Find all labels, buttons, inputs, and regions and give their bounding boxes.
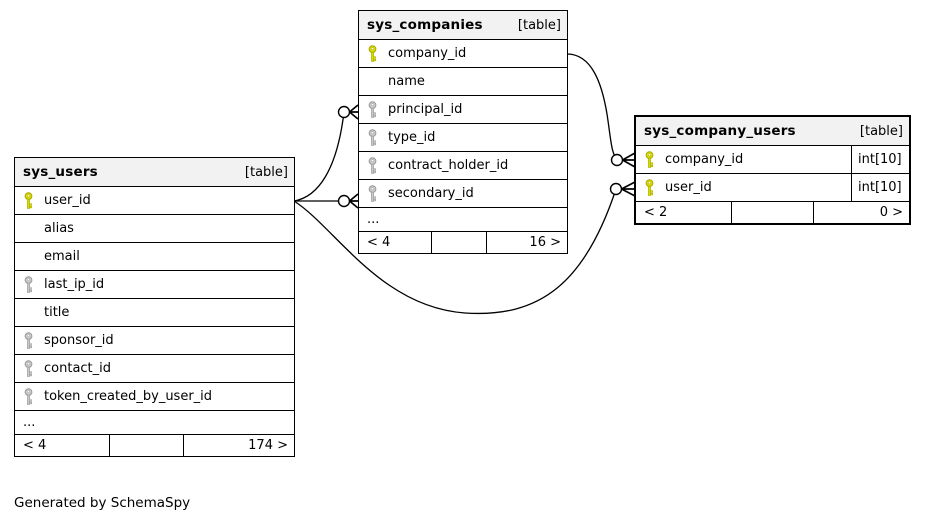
columns-ellipsis-row: ...: [15, 411, 294, 435]
crowfoot-secondary: [348, 193, 359, 209]
table-type-badge: [table]: [859, 123, 903, 139]
column-type: int[10]: [851, 174, 909, 201]
table-sys-company-users[interactable]: sys_company_users [table] company_id int[…: [634, 115, 911, 225]
footer-middle-cell: [110, 435, 184, 456]
crowfoot-cu-company: [622, 152, 636, 168]
foreign-key-icon: [367, 101, 379, 118]
table-footer: < 2 0 >: [636, 202, 909, 223]
edge-companies-to-companyusers: [566, 53, 618, 161]
column-name: ...: [367, 212, 380, 227]
column-name: email: [44, 249, 80, 264]
edge-users-to-companyusers: [293, 188, 617, 315]
crowfoot-cu-user: [621, 181, 636, 197]
column-name: last_ip_id: [44, 277, 105, 292]
footer-children-count: 174 >: [248, 438, 288, 453]
key-placeholder: [23, 248, 35, 265]
table-title[interactable]: sys_companies: [367, 17, 483, 33]
column-row-contract_holder_id: contract_holder_id: [359, 152, 567, 180]
column-name: user_id: [665, 180, 712, 195]
table-header: sys_companies [table]: [359, 11, 567, 40]
column-name: contact_id: [44, 361, 112, 376]
table-footer: < 4 174 >: [15, 435, 294, 456]
column-row-user_id: user_id int[10]: [636, 174, 909, 202]
generator-credit: Generated by SchemaSpy: [14, 495, 191, 511]
column-name: principal_id: [388, 102, 463, 117]
table-title[interactable]: sys_users: [23, 164, 98, 180]
foreign-key-icon: [23, 332, 35, 349]
column-row-principal_id: principal_id: [359, 96, 567, 124]
column-row-contact_id: contact_id: [15, 355, 294, 383]
foreign-key-icon: [367, 129, 379, 146]
column-row-secondary_id: secondary_id: [359, 180, 567, 208]
column-row-token_created_by_user_id: token_created_by_user_id: [15, 383, 294, 411]
footer-parents-count: < 2: [636, 202, 732, 223]
column-row-alias: alias: [15, 215, 294, 243]
column-name: secondary_id: [388, 186, 474, 201]
foreign-key-icon: [23, 360, 35, 377]
column-name: type_id: [388, 130, 436, 145]
footer-parents-count: < 4: [359, 232, 432, 253]
column-name: token_created_by_user_id: [44, 389, 213, 404]
column-row-company_id: company_id int[10]: [636, 146, 909, 174]
footer-parents-count: < 4: [15, 435, 110, 456]
column-name: company_id: [665, 152, 744, 167]
crowfoot-principal: [348, 104, 359, 120]
foreign-key-icon: [367, 185, 379, 202]
key-placeholder: [23, 220, 35, 237]
foreign-key-icon: [367, 157, 379, 174]
column-name: company_id: [388, 46, 467, 61]
foreign-key-icon: [23, 388, 35, 405]
column-name: title: [44, 305, 70, 320]
column-name: contract_holder_id: [388, 158, 509, 173]
table-header: sys_users [table]: [15, 158, 294, 187]
edge-users-to-principal: [293, 111, 345, 202]
table-type-badge: [table]: [244, 164, 288, 180]
column-type: int[10]: [851, 146, 909, 173]
column-list: company_id int[10] user_id int[10]: [636, 146, 909, 202]
column-name: user_id: [44, 193, 91, 208]
column-row-last_ip_id: last_ip_id: [15, 271, 294, 299]
column-name: ...: [23, 415, 36, 430]
columns-ellipsis-row: ...: [359, 208, 567, 232]
column-row-company_id: company_id: [359, 40, 567, 68]
primary-key-icon: [367, 45, 379, 62]
footer-middle-cell: [732, 202, 814, 223]
column-name: alias: [44, 221, 74, 236]
footer-children-count: 16 >: [529, 235, 561, 250]
column-row-user_id: user_id: [15, 187, 294, 215]
footer-children-count: 0 >: [879, 205, 903, 220]
footer-middle-cell: [432, 232, 487, 253]
foreign-key-icon: [23, 276, 35, 293]
column-row-title: title: [15, 299, 294, 327]
column-row-email: email: [15, 243, 294, 271]
column-name: name: [388, 74, 425, 89]
table-title[interactable]: sys_company_users: [644, 123, 796, 139]
column-row-type_id: type_id: [359, 124, 567, 152]
table-header: sys_company_users [table]: [636, 117, 909, 146]
column-row-sponsor_id: sponsor_id: [15, 327, 294, 355]
edge-circle-principal: [337, 105, 351, 119]
edge-circle-cu-user: [609, 182, 623, 196]
primary-key-icon: [23, 192, 35, 209]
table-footer: < 4 16 >: [359, 232, 567, 253]
edge-circle-cu-company: [610, 153, 624, 167]
key-placeholder: [367, 73, 379, 90]
column-name: sponsor_id: [44, 333, 114, 348]
edge-circle-secondary: [337, 194, 351, 208]
key-placeholder: [23, 304, 35, 321]
column-row-name: name: [359, 68, 567, 96]
primary-key-icon: [644, 151, 656, 168]
table-type-badge: [table]: [517, 17, 561, 33]
primary-key-icon: [644, 179, 656, 196]
